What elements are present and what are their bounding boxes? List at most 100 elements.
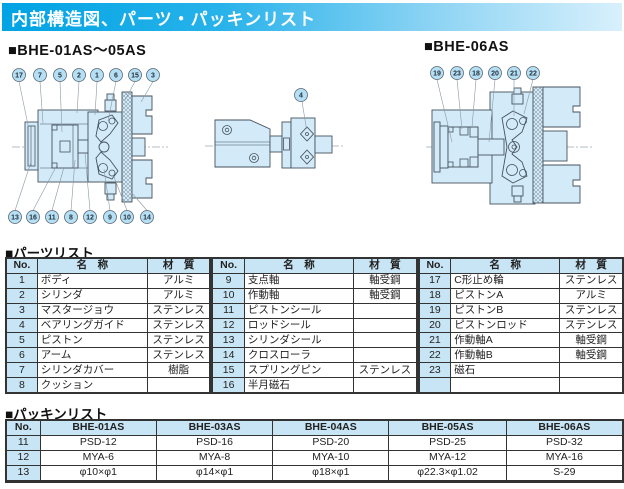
part-no: 13 [211, 332, 245, 349]
callout-number: 1 [95, 73, 99, 80]
part-no: 3 [5, 302, 38, 319]
leader-line [301, 101, 307, 130]
part-material: 軸受鋼 [559, 347, 624, 364]
callout: 1 [90, 68, 104, 82]
packing-no: 13 [5, 464, 41, 482]
callout-number: 13 [11, 215, 19, 222]
part-name: ピストンB [450, 302, 561, 319]
callout: 19 [430, 66, 444, 80]
part-material: ステンレス [147, 317, 211, 334]
callout: 13 [8, 210, 22, 224]
callout-number: 9 [108, 215, 112, 222]
part-material: ステンレス [559, 272, 624, 289]
col-name: 名 称 [450, 257, 561, 274]
part-no: 2 [5, 287, 38, 304]
packing-value: MYA-6 [39, 449, 157, 466]
packing-value: φ22.3×φ1.02 [388, 464, 507, 482]
part-name: ピストンシール [243, 302, 355, 319]
col-model-bhe01as: BHE-01AS [39, 419, 157, 436]
header-row: No.名 称材 質 [211, 257, 418, 274]
diagram-label-bhe06: ■BHE-06AS [424, 39, 509, 55]
part-name: 支点軸 [243, 272, 355, 289]
part-no: 8 [5, 377, 38, 394]
part-no: 7 [5, 362, 38, 379]
callout: 7 [33, 68, 47, 82]
part-material: ステンレス [353, 362, 418, 379]
diagram-label-bhe01-05: ■BHE-01AS～05AS [8, 43, 147, 59]
part-no: 14 [211, 347, 245, 364]
part-no: 21 [418, 332, 452, 349]
callout-number: 4 [299, 93, 303, 100]
part-name: アーム [36, 347, 149, 364]
part-material [353, 302, 418, 319]
callout-number: 10 [123, 215, 131, 222]
packing-row: 13 φ10×φ1 φ14×φ1 φ18×φ1 φ22.3×φ1.02 S-29 [5, 464, 624, 482]
packing-value: PSD-20 [272, 434, 390, 451]
part-name: 作動軸A [450, 332, 561, 349]
packing-value: MYA-16 [505, 449, 624, 466]
part-material [353, 332, 418, 349]
col-no: No. [418, 257, 452, 274]
callout: 15 [128, 68, 142, 82]
callout-number: 7 [38, 73, 42, 80]
part-name: ピストン [36, 332, 149, 349]
part-name: スプリングピン [243, 362, 355, 379]
part-name: ピストンA [450, 287, 561, 304]
part-material: ステンレス [147, 302, 211, 319]
part-material: 樹脂 [147, 362, 211, 379]
callout-number: 2 [77, 73, 81, 80]
header-row: No.名 称材 質 [5, 257, 211, 274]
page-title: 内部構造図、パーツ・パッキンリスト [11, 9, 317, 29]
part-name: 半月磁石 [243, 377, 355, 394]
packing-value: PSD-16 [155, 434, 274, 451]
part-name: クッション [36, 377, 149, 394]
callout-number: 11 [48, 215, 56, 222]
packing-value: MYA-10 [272, 449, 390, 466]
col-model-bhe05as: BHE-05AS [388, 419, 507, 436]
callout-number: 14 [143, 215, 151, 222]
col-material: 材 質 [147, 257, 211, 274]
callout: 3 [146, 68, 160, 82]
part-material [147, 377, 211, 394]
part-material: 軸受鋼 [353, 287, 418, 304]
part-no: 12 [211, 317, 245, 334]
callout-number: 20 [491, 71, 499, 78]
part-material [353, 347, 418, 364]
part-name: C形止め輪 [450, 272, 561, 289]
part-name: ピストンロッド [450, 317, 561, 334]
part-name: シリンダ [36, 287, 149, 304]
col-name: 名 称 [36, 257, 149, 274]
part-material: アルミ [147, 272, 211, 289]
part-no: 15 [211, 362, 245, 379]
callout-number: 23 [453, 71, 461, 78]
callout: 18 [469, 66, 483, 80]
callout: 20 [488, 66, 502, 80]
part-no: 18 [418, 287, 452, 304]
col-material: 材 質 [353, 257, 418, 274]
callout: 10 [120, 210, 134, 224]
callout-number: 6 [114, 73, 118, 80]
col-name: 名 称 [243, 257, 355, 274]
part-no: 6 [5, 347, 38, 364]
part-material: ステンレス [147, 347, 211, 364]
callout: 11 [45, 210, 59, 224]
callout-number: 21 [510, 71, 518, 78]
part-material: ステンレス [559, 302, 624, 319]
packing-value: MYA-8 [155, 449, 274, 466]
packing-value: PSD-25 [388, 434, 507, 451]
part-no: 10 [211, 287, 245, 304]
callout-number: 17 [15, 73, 23, 80]
header-row: No. BHE-01AS BHE-03AS BHE-04AS BHE-05AS … [5, 419, 624, 436]
part-material: 軸受鋼 [559, 332, 624, 349]
packing-row: 11 PSD-12 PSD-16 PSD-20 PSD-25 PSD-32 [5, 434, 624, 451]
callout: 12 [83, 210, 97, 224]
part-name: シリンダシール [243, 332, 355, 349]
